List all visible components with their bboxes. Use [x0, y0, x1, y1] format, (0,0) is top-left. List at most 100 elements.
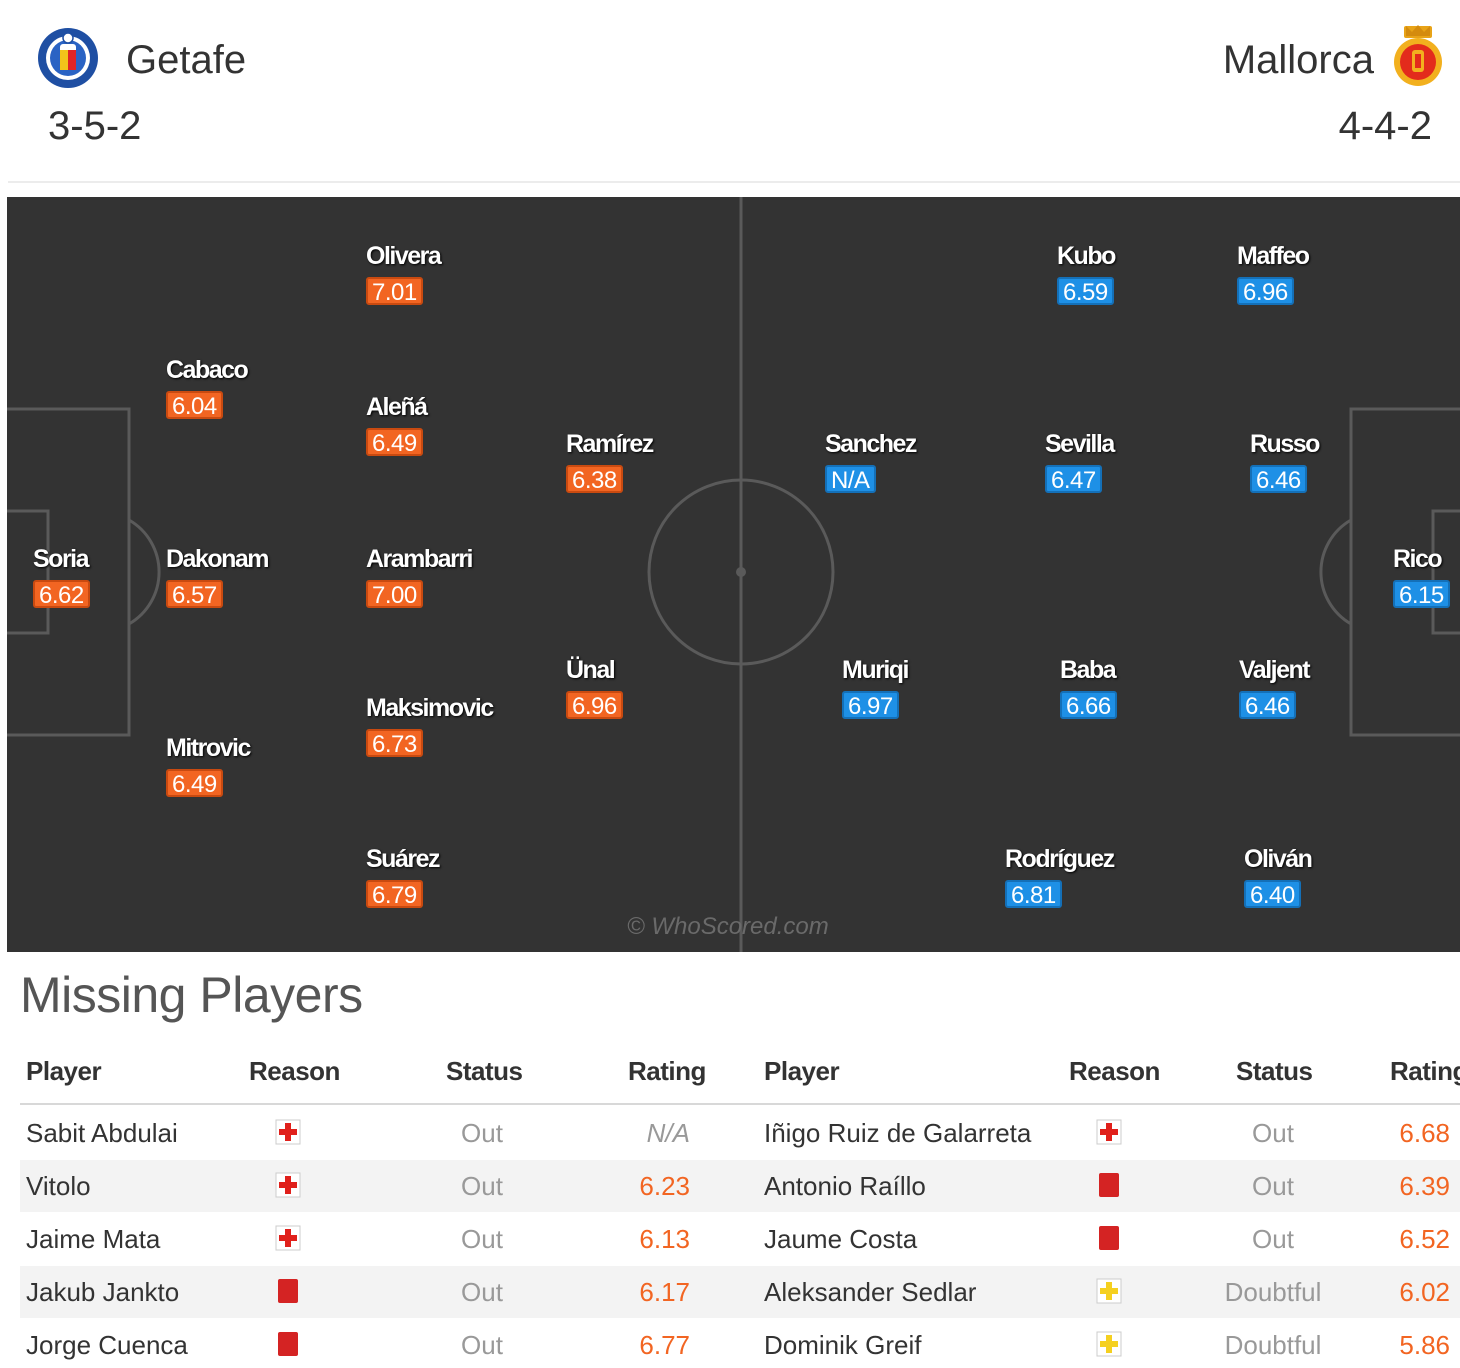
away-player[interactable]: Russo 6.46 — [1250, 430, 1320, 494]
away-player-header[interactable]: Player — [764, 1056, 840, 1086]
away-missing-status: Doubtful — [1224, 1277, 1322, 1307]
home-missing-player-name[interactable]: Sabit Abdulai — [26, 1118, 178, 1148]
home-player[interactable]: Arambarri 7.00 — [366, 545, 474, 609]
away-player[interactable]: Kubo 6.59 — [1057, 242, 1116, 306]
away-missing-rating: 6.39 — [1399, 1171, 1450, 1201]
player-name: Mitrovic — [166, 734, 251, 762]
getafe-crest-icon[interactable] — [36, 26, 100, 90]
player-rating: 6.79 — [366, 880, 423, 909]
away-player[interactable]: Rico 6.15 — [1393, 545, 1450, 609]
player-rating: 7.01 — [366, 277, 423, 306]
player-name: Russo — [1250, 430, 1320, 458]
player-name: Cabaco — [166, 356, 249, 384]
away-missing-player-name[interactable]: Aleksander Sedlar — [764, 1277, 977, 1307]
away-missing-status: Out — [1252, 1171, 1294, 1201]
home-missing-status: Out — [461, 1171, 503, 1201]
home-player[interactable]: Olivera 7.01 — [366, 242, 442, 306]
player-name: Baba — [1060, 656, 1117, 684]
player-name: Muriqi — [842, 656, 910, 684]
player-name: Suárez — [366, 845, 440, 873]
home-missing-player-name[interactable]: Jakub Jankto — [26, 1277, 180, 1307]
away-player[interactable]: Oliván 6.40 — [1244, 845, 1313, 909]
home-missing-rating: 6.13 — [639, 1224, 690, 1254]
player-rating: 6.62 — [33, 580, 90, 609]
home-missing-rating: 6.17 — [639, 1277, 690, 1307]
home-player[interactable]: Ramírez 6.38 — [566, 430, 654, 494]
away-player[interactable]: Baba 6.66 — [1060, 656, 1117, 720]
home-reason-header[interactable]: Reason — [249, 1056, 340, 1086]
home-missing-status: Out — [461, 1277, 503, 1307]
match-header: Getafe 3-5-2 Mallorca 4-4-2 — [8, 0, 1460, 183]
player-name: Kubo — [1057, 242, 1116, 270]
away-missing-status: Out — [1252, 1118, 1294, 1148]
missing-players-title: Missing Players — [20, 967, 363, 1023]
away-team-name[interactable]: Mallorca — [1222, 38, 1374, 82]
injury-icon — [275, 1119, 301, 1145]
away-missing-player-name[interactable]: Dominik Greif — [764, 1330, 922, 1360]
player-name: Maffeo — [1237, 242, 1310, 270]
table-header: Player Reason Status Rating Player Reaso… — [20, 1050, 1460, 1105]
injury-icon — [1096, 1119, 1122, 1145]
player-rating: 6.59 — [1057, 277, 1114, 306]
player-rating: 6.96 — [1237, 277, 1294, 306]
home-rating-header[interactable]: Rating — [628, 1056, 706, 1086]
player-name: Sanchez — [825, 430, 917, 458]
away-missing-status: Out — [1252, 1224, 1294, 1254]
away-player[interactable]: Muriqi 6.97 — [842, 656, 910, 720]
home-player[interactable]: Maksimovic 6.73 — [366, 694, 494, 758]
mallorca-crest-icon[interactable] — [1386, 24, 1450, 88]
player-rating: 6.96 — [566, 691, 623, 720]
table-row[interactable]: Vitolo Out 6.23 Antonio Raíllo Out 6.39 — [20, 1160, 1460, 1212]
player-rating: 6.46 — [1250, 465, 1307, 494]
table-row[interactable]: Jakub Jankto Out 6.17 Aleksander Sedlar Doub… — [20, 1266, 1460, 1318]
away-missing-rating: 6.52 — [1399, 1224, 1450, 1254]
player-rating: 6.15 — [1393, 580, 1450, 609]
away-player[interactable]: Rodríguez 6.81 — [1005, 845, 1115, 909]
home-player[interactable]: Aleñá 6.49 — [366, 393, 428, 457]
pitch-markings — [7, 197, 1460, 952]
injury-icon — [275, 1225, 301, 1251]
home-player[interactable]: Soria 6.62 — [33, 545, 90, 609]
player-name: Arambarri — [366, 545, 474, 573]
doubtful-icon — [1096, 1278, 1122, 1304]
player-rating: N/A — [825, 465, 876, 494]
home-player[interactable]: Ünal 6.96 — [566, 656, 623, 720]
player-rating: 6.49 — [166, 769, 223, 798]
away-missing-player-name[interactable]: Jaume Costa — [764, 1224, 918, 1254]
away-player[interactable]: Sanchez N/A — [825, 430, 917, 494]
home-player-header[interactable]: Player — [26, 1056, 102, 1086]
away-rating-header[interactable]: Rating — [1390, 1056, 1460, 1086]
away-status-header[interactable]: Status — [1236, 1056, 1313, 1086]
player-name: Dakonam — [166, 545, 270, 573]
home-missing-player-name[interactable]: Jorge Cuenca — [26, 1330, 188, 1360]
home-player[interactable]: Cabaco 6.04 — [166, 356, 249, 420]
home-player[interactable]: Dakonam 6.57 — [166, 545, 270, 609]
player-rating: 6.47 — [1045, 465, 1102, 494]
red-card-icon — [278, 1332, 298, 1356]
away-missing-player-name[interactable]: Iñigo Ruiz de Galarreta — [764, 1118, 1032, 1148]
home-team-name[interactable]: Getafe — [126, 38, 247, 82]
away-player[interactable]: Maffeo 6.96 — [1237, 242, 1310, 306]
player-rating: 6.81 — [1005, 880, 1062, 909]
home-missing-rating: 6.23 — [639, 1171, 690, 1201]
home-missing-player-name[interactable]: Vitolo — [26, 1171, 91, 1201]
away-reason-header[interactable]: Reason — [1069, 1056, 1160, 1086]
home-status-header[interactable]: Status — [446, 1056, 523, 1086]
away-missing-status: Doubtful — [1224, 1330, 1322, 1360]
away-player[interactable]: Valjent 6.46 — [1239, 656, 1311, 720]
home-missing-player-name[interactable]: Jaime Mata — [26, 1224, 161, 1254]
away-missing-player-name[interactable]: Antonio Raíllo — [764, 1171, 926, 1201]
player-name: Oliván — [1244, 845, 1313, 873]
away-formation: 4-4-2 — [1338, 104, 1432, 148]
player-name: Rodríguez — [1005, 845, 1115, 873]
player-rating: 6.97 — [842, 691, 899, 720]
home-player[interactable]: Mitrovic 6.49 — [166, 734, 251, 798]
away-missing-rating: 6.68 — [1399, 1118, 1450, 1148]
away-player[interactable]: Sevilla 6.47 — [1045, 430, 1115, 494]
home-player[interactable]: Suárez 6.79 — [366, 845, 440, 909]
player-name: Valjent — [1239, 656, 1311, 684]
